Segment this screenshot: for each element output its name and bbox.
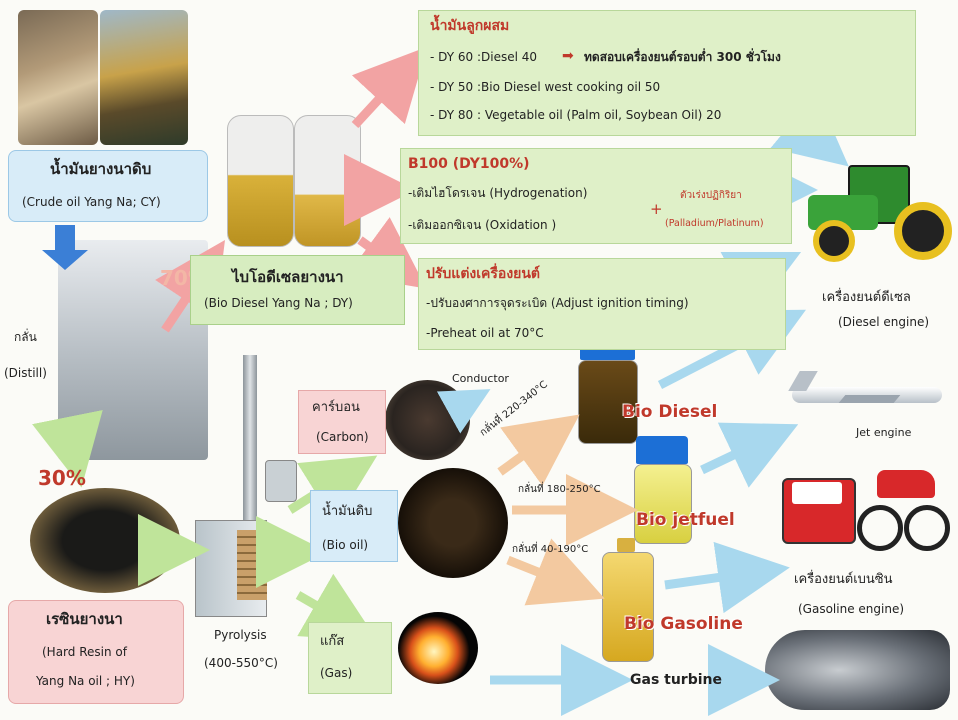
- gasoline-engine-en-label: (Gasoline engine): [798, 602, 905, 616]
- biooil-en-label: (Bio oil): [322, 538, 369, 552]
- engine-adjust-title: ปรับแต่งเครื่องยนต์: [426, 266, 541, 282]
- biodiesel-yangna-en-label: (Bio Diesel Yang Na ; DY): [204, 296, 353, 310]
- fraction-3-label: กลั่นที่ 40-190°C: [512, 544, 589, 555]
- biodiesel-yangna-thai-label: ไบโอดีเซลยางนา: [232, 268, 344, 286]
- conductor-label: Conductor: [452, 372, 509, 385]
- carbon-en-label: (Carbon): [316, 430, 369, 444]
- engine-adjust-preheat: -Preheat oil at 70°C: [426, 326, 544, 340]
- blend-line1-arrow-icon: ➡: [562, 48, 574, 64]
- biodiesel-yangna-box: [190, 255, 405, 325]
- b100-hydrogenation: -เติมไฮโดรเจน (Hydrogenation): [408, 186, 588, 200]
- tree-tapping-photo: [18, 10, 98, 145]
- crude-oil-en-label: (Crude oil Yang Na; CY): [22, 195, 161, 209]
- gas-turbine-label: Gas turbine: [630, 672, 722, 688]
- blend-line2: - DY 50 :Bio Diesel west cooking oil 50: [430, 80, 661, 94]
- distill-en-label: (Distill): [4, 366, 47, 380]
- carbon-box: [298, 390, 386, 454]
- biodiesel-bottles: [222, 95, 367, 250]
- jet-airplane-image: [782, 365, 947, 425]
- resin-en-label-2: Yang Na oil ; HY): [36, 674, 135, 688]
- crude-oil-thai-label: น้ำมันยางนาดิบ: [50, 160, 152, 178]
- resin-box: [8, 600, 184, 704]
- catalyst-thai-label: ตัวเร่งปฏิกิริยา: [680, 190, 742, 201]
- blend-line1: - DY 60 :Diesel 40: [430, 50, 538, 64]
- tractor-image: [808, 160, 952, 270]
- pyrolysis-temp-label: (400-550°C): [204, 656, 278, 670]
- gas-en-label: (Gas): [320, 666, 353, 680]
- blend-line3: - DY 80 : Vegetable oil (Palm oil, Soybe…: [430, 108, 722, 122]
- biooil-bottles-photo: [398, 468, 508, 578]
- gas-box: [308, 622, 392, 694]
- resin-en-label-1: (Hard Resin of: [42, 645, 127, 659]
- distill-thai-label: กลั่น: [14, 330, 37, 344]
- fraction-2-label: กลั่นที่ 180-250°C: [518, 484, 601, 495]
- b100-box: [400, 148, 792, 244]
- biooil-box: [310, 490, 398, 562]
- biooil-thai-label: น้ำมันดิบ: [322, 504, 373, 519]
- b100-title: B100 (DY100%): [408, 156, 530, 172]
- catalyst-en-label: (Palladium/Platinum): [665, 218, 764, 229]
- gas-turbine-image: [765, 630, 950, 710]
- gasoline-engine-thai-label: เครื่องยนต์เบนซิน: [794, 572, 893, 587]
- b100-oxidation: -เติมออกซิเจน (Oxidation ): [408, 218, 557, 232]
- gas-thai-label: แก๊ส: [320, 634, 345, 649]
- gasoline-engine-motorbike-image: [782, 460, 952, 555]
- oil-pouring-photo: [100, 10, 188, 145]
- engine-adjust-box: [418, 258, 786, 350]
- diesel-engine-en-label: (Diesel engine): [838, 315, 930, 329]
- diesel-engine-thai-label: เครื่องยนต์ดีเซล: [822, 290, 911, 305]
- jet-engine-label: Jet engine: [856, 426, 912, 439]
- blend-oil-title: น้ำมันลูกผสม: [430, 18, 510, 34]
- engine-adjust-ignition: -ปรับองศาการจุดระเบิด (Adjust ignition t…: [426, 296, 689, 310]
- plus-icon: +: [650, 200, 663, 218]
- carbon-thai-label: คาร์บอน: [312, 400, 360, 415]
- product-biogasoline-label: Bio Gasoline: [624, 614, 743, 634]
- blend-line1-note: ทดสอบเครื่องยนต์รอบต่ำ 300 ชั่วโมง: [584, 50, 781, 64]
- product-biodiesel-label: Bio Diesel: [622, 402, 718, 422]
- crude-oil-box: [8, 150, 208, 222]
- product-biojetfuel-label: Bio jetfuel: [636, 510, 735, 530]
- blend-oil-box: [418, 10, 916, 136]
- pct30-label: 30%: [38, 466, 86, 490]
- resin-thai-label: เรซินยางนา: [46, 610, 123, 628]
- gas-flame-photo: [398, 612, 478, 684]
- pyrolysis-label: Pyrolysis: [214, 628, 267, 642]
